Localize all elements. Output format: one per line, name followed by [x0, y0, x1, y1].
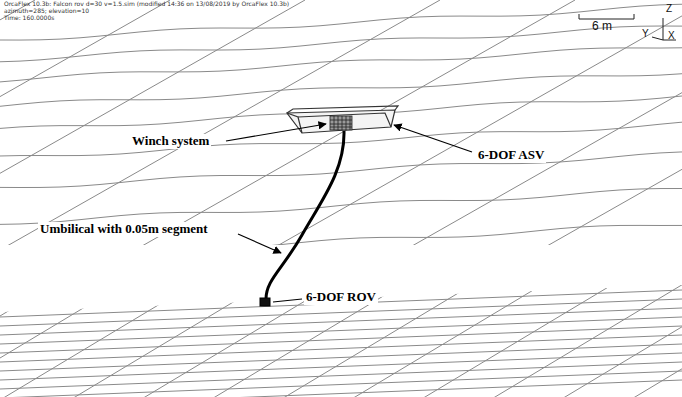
leader-arrow [238, 234, 281, 253]
callout-label: 6-DOF ROV [304, 290, 378, 305]
axis-label: Y [642, 28, 649, 40]
callout-label: 6-DOF ASV [476, 148, 546, 163]
grid-line [630, 280, 682, 397]
grid-line [420, 280, 620, 397]
leader-line [273, 299, 302, 302]
callout-label: Winch system [130, 134, 211, 149]
grid-line [675, 0, 682, 245]
sea-surface-grid [0, 0, 682, 245]
grid-line [405, 0, 682, 245]
grid-line [540, 0, 682, 245]
header-text: azimuth=285; elevation=10 [4, 8, 89, 15]
grid-line [0, 0, 305, 245]
grid-line [270, 0, 682, 245]
axis-label: X [668, 30, 675, 42]
header-text: OrcaFlex 10.3b: Falcon rov d=30 v=1.5.si… [4, 1, 289, 8]
scale-bar [579, 14, 634, 19]
grid-line [0, 0, 35, 245]
grid-line [0, 280, 60, 397]
grid-line [70, 280, 270, 397]
grid-line [0, 4, 682, 40]
leader-arrow [394, 125, 472, 152]
grid-line [0, 0, 440, 245]
seabed-grid [0, 280, 682, 397]
grid-line [350, 280, 550, 397]
asv-vessel [287, 106, 398, 133]
axis-label: Z [666, 3, 672, 15]
grid-line [490, 280, 682, 397]
grid-line [0, 47, 682, 83]
grid-line [0, 280, 200, 397]
rov-vehicle [260, 298, 270, 306]
grid-line [0, 188, 682, 224]
scale-label: 6 m [592, 20, 612, 34]
header-text: Time: 160.0000s [4, 15, 54, 22]
grid-line [280, 280, 480, 397]
grid-line [0, 72, 682, 108]
umbilical-cable [266, 131, 344, 299]
grid-line [210, 280, 410, 397]
grid-line [0, 0, 170, 245]
winch-system [330, 116, 352, 130]
leader-arrow [226, 124, 326, 141]
grid-line [0, 280, 130, 397]
callout-label: Umbilical with 0.05m segment [38, 222, 210, 237]
grid-line [135, 0, 575, 245]
